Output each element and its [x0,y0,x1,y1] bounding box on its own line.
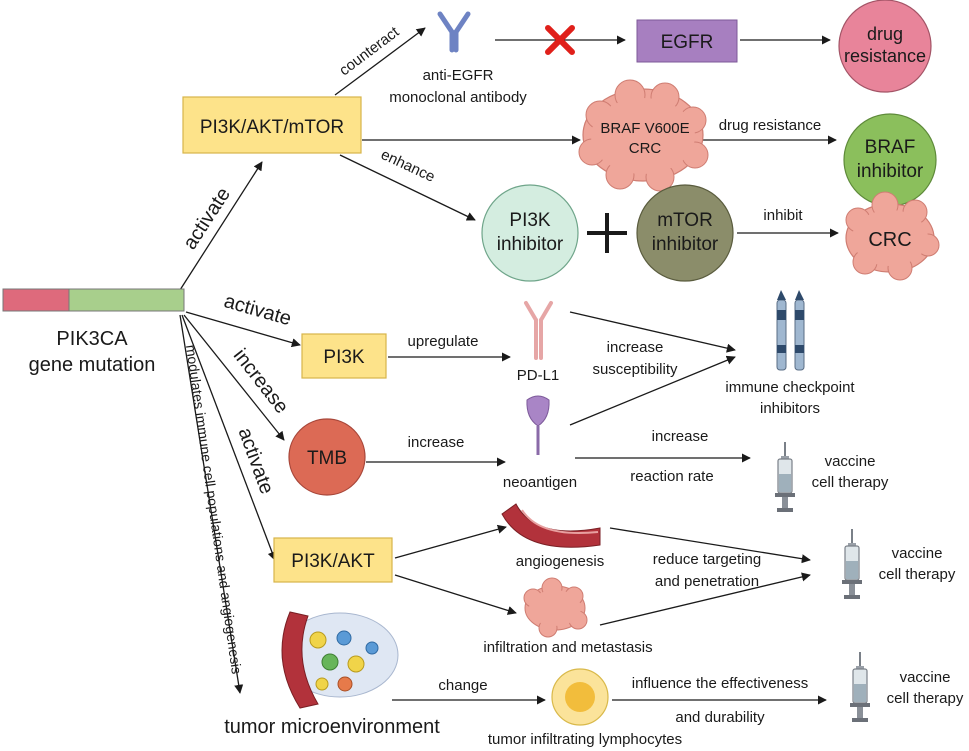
arrow-mtor-to-antibody [334,27,426,96]
pi3k-akt-mtor-box [182,96,362,154]
arrow-angiogenesis-to-vaccine [609,527,811,564]
crc-tumor-icon [845,191,940,281]
vaccine-1-line1: vaccine [825,453,876,470]
label-activate-akt: activate [234,425,278,497]
pi3k-inhibitor-line1: PI3K [509,210,551,231]
pi3k-akt-label: PI3K/AKT [291,551,375,572]
mtor-inhibitor-line2: inhibitor [652,234,719,255]
drug-resistance-circle [838,0,932,93]
ici-line1: immune checkpoint [725,379,855,396]
label-increase-susceptibility-2: susceptibility [592,361,678,378]
label-increase-neo: increase [408,434,465,451]
arrow-pd-l1-to-ici [569,311,736,353]
ici-line2: inhibitors [760,400,820,417]
drug-resistance-line2: resistance [844,46,926,66]
infiltration-tumor-icon [523,577,588,638]
label-activate-pi3k: activate [221,290,293,330]
label-influence: influence the effectiveness [632,675,809,692]
label-enhance: enhance [378,146,437,186]
arrow-gene-to-tmb [183,314,285,441]
label-increase-rate: increase [652,428,709,445]
anti-egfr-line1: anti-EGFR [423,67,494,84]
braf-crc-line2: CRC [629,140,662,157]
anti-egfr-line2: monoclonal antibody [389,89,527,106]
label-upregulate: upregulate [408,333,479,350]
vaccine-3-line2: cell therapy [887,690,964,707]
pi3k-inhibitor-line2: inhibitor [497,234,564,255]
egfr-label: EGFR [661,32,714,53]
angiogenesis-label: angiogenesis [516,553,604,570]
tmb-circle [288,418,366,496]
pd-l1-icon [524,301,553,360]
arrow-akt-to-angiogenesis [394,524,507,559]
checkpoint-inhibitor-icon [776,290,805,371]
neoantigen-icon [526,395,550,455]
egfr-box [636,19,738,63]
pd-l1-label: PD-L1 [517,367,560,384]
arrow-gene-to-tme [179,314,244,694]
gene-label-line2: gene mutation [29,354,156,376]
label-modulates: modulates immune cell populations and an… [183,344,245,675]
braf-inhibitor-circle [843,113,937,207]
pi3k-akt-mtor-label: PI3K/AKT/mTOR [200,117,344,138]
label-increase-tmb: increase [229,345,293,418]
vaccine-2-line1: vaccine [892,545,943,562]
gene-bar [2,288,185,312]
arrow-gene-to-pi3k-akt [181,314,277,561]
pi3k-akt-box [273,537,393,583]
label-reduce-targeting-2: and penetration [655,573,759,590]
pi3k-box [301,333,387,379]
tme-label: tumor microenvironment [224,716,440,738]
tumor-microenvironment-icon [281,611,399,709]
crc-label: CRC [868,229,911,251]
label-activate-top: activate [179,184,235,254]
braf-inhibitor-line1: BRAF [865,137,916,158]
drug-resistance-line1: drug [867,24,903,44]
gene-label-line1: PIK3CA [56,328,128,350]
arrow-gene-to-pi3k-akt-mtor [179,161,263,291]
vaccine-1-line2: cell therapy [812,474,889,491]
braf-crc-line1: BRAF V600E [600,120,689,137]
arrow-akt-to-infiltration [394,574,517,615]
tmb-label: TMB [307,448,347,469]
label-drug-resistance: drug resistance [719,117,822,134]
arrow-neoantigen-to-ici [569,355,736,426]
label-reaction-rate: reaction rate [630,468,713,485]
blood-vessel-icon [501,503,601,548]
vaccine-2-line2: cell therapy [879,566,956,583]
braf-inhibitor-line2: inhibitor [857,161,924,182]
arrow-infiltration-to-vaccine [599,572,811,626]
infiltration-label: infiltration and metastasis [483,639,652,656]
blocked-cross-icon [545,25,575,55]
mtor-inhibitor-circle [636,184,734,282]
label-reduce-targeting-1: reduce targeting [653,551,761,568]
lymphocyte-icon [551,668,609,726]
label-change: change [438,677,487,694]
label-inhibit: inhibit [763,207,803,224]
pi3k-label: PI3K [323,347,365,368]
arrow-mtor-to-pi3k-inhibitor [339,154,476,221]
vaccine-3-line1: vaccine [900,669,951,686]
til-label: tumor infiltrating lymphocytes [488,731,682,748]
mtor-inhibitor-line1: mTOR [657,210,713,231]
braf-crc-tumor-icon [578,79,709,192]
plus-icon [587,213,627,253]
pi3k-inhibitor-circle [481,184,579,282]
label-durability: and durability [675,709,765,726]
arrow-gene-to-pi3k [185,311,301,348]
label-increase-susceptibility-1: increase [607,339,664,356]
neoantigen-label: neoantigen [503,474,577,491]
antibody-icon [437,11,471,53]
